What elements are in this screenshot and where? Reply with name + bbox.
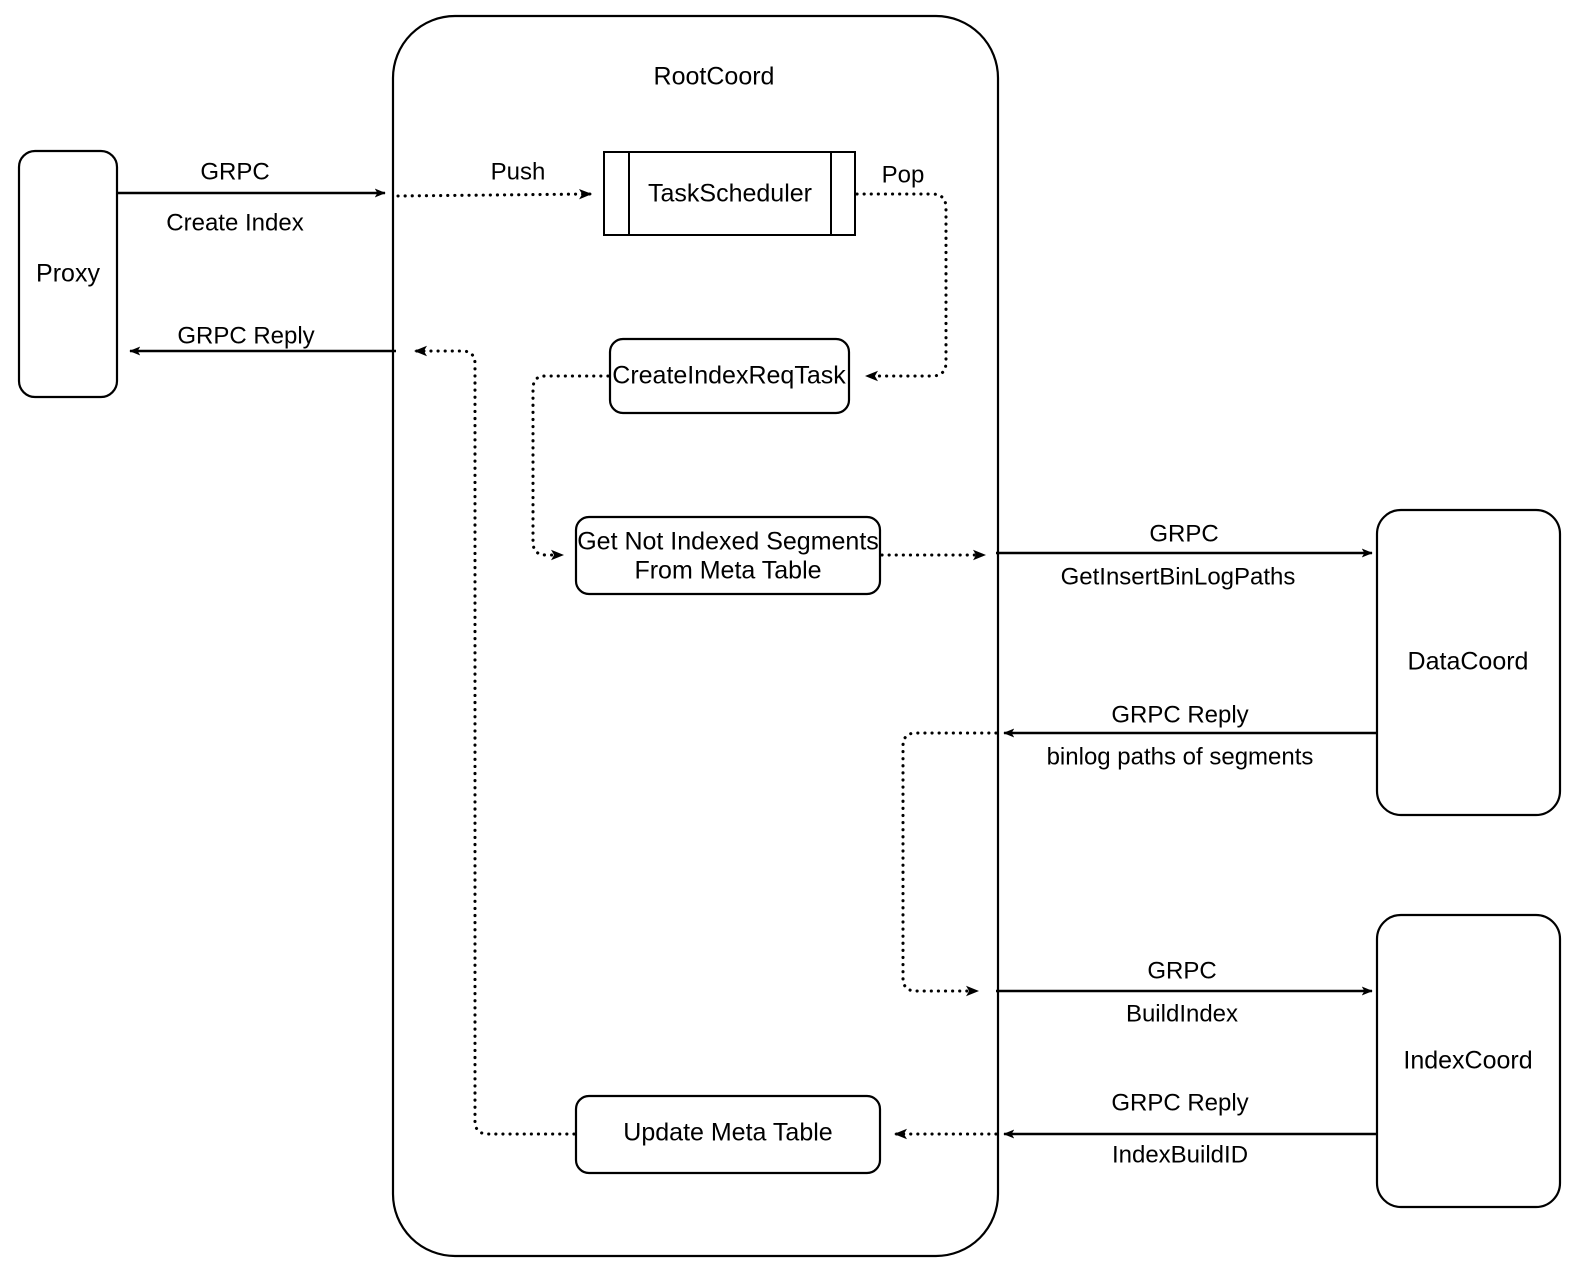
edge-binlog-to-buildindex-route	[901, 731, 998, 997]
edge-rootcoord-to-indexcoord: GRPC BuildIndex	[996, 957, 1373, 1027]
edge-indexcoord-to-rootcoord: GRPC Reply IndexBuildID	[1003, 1089, 1377, 1168]
node-index-coord-label: IndexCoord	[1403, 1047, 1532, 1075]
edge-datacoord-to-rootcoord: GRPC Reply binlog paths of segments	[1003, 701, 1377, 770]
node-task-scheduler-label: TaskScheduler	[648, 180, 812, 208]
node-update-meta-table-label: Update Meta Table	[623, 1119, 832, 1147]
node-data-coord-label: DataCoord	[1408, 648, 1529, 676]
edge-rootcoord-to-datacoord-label1: GRPC	[1149, 520, 1218, 547]
edge-pop: Pop	[855, 161, 948, 382]
edge-indexcoord-to-rootcoord-label2: IndexBuildID	[1112, 1141, 1248, 1168]
edge-rootcoord-to-datacoord-label2: GetInsertBinLogPaths	[1061, 563, 1296, 590]
rootcoord-container: RootCoord	[391, 14, 1000, 1258]
edge-proxy-to-rootcoord-label1: GRPC	[200, 158, 269, 185]
node-create-index-req-task-label: CreateIndexReqTask	[612, 362, 846, 390]
edge-push-label: Push	[491, 158, 546, 185]
node-proxy-label: Proxy	[36, 260, 100, 288]
node-update-meta-table[interactable]: Update Meta Table	[574, 1094, 882, 1175]
edge-proxy-to-rootcoord-label2: Create Index	[166, 209, 303, 236]
edge-rootcoord-to-proxy-label1: GRPC Reply	[177, 322, 314, 349]
edge-datacoord-to-rootcoord-label1: GRPC Reply	[1111, 701, 1248, 728]
node-get-not-indexed-segments-line1: Get Not Indexed Segments	[577, 528, 879, 556]
node-create-index-req-task[interactable]: CreateIndexReqTask	[608, 337, 851, 415]
node-task-scheduler[interactable]: TaskScheduler	[603, 151, 856, 236]
edge-datacoord-to-rootcoord-label2: binlog paths of segments	[1047, 743, 1314, 770]
rootcoord-title: RootCoord	[654, 63, 775, 91]
node-get-not-indexed-segments[interactable]: Get Not Indexed Segments From Meta Table	[574, 515, 882, 596]
node-get-not-indexed-segments-line2: From Meta Table	[634, 557, 821, 585]
node-proxy[interactable]: Proxy	[17, 149, 119, 399]
node-index-coord[interactable]: IndexCoord	[1375, 913, 1562, 1209]
node-data-coord[interactable]: DataCoord	[1375, 508, 1562, 817]
edge-indexcoord-to-rootcoord-label1: GRPC Reply	[1111, 1089, 1248, 1116]
edge-rootcoord-to-proxy: GRPC Reply	[129, 322, 396, 356]
edge-push: Push	[396, 158, 593, 200]
edge-rootcoord-to-datacoord: GRPC GetInsertBinLogPaths	[996, 520, 1373, 590]
edge-rootcoord-to-indexcoord-label1: GRPC	[1147, 957, 1216, 984]
edge-update-meta-table-to-reply-route	[413, 345, 576, 1136]
edge-rootcoord-to-indexcoord-label2: BuildIndex	[1126, 1000, 1238, 1027]
edge-pop-label: Pop	[882, 161, 925, 188]
edge-proxy-to-rootcoord: GRPC Create Index	[118, 158, 386, 236]
